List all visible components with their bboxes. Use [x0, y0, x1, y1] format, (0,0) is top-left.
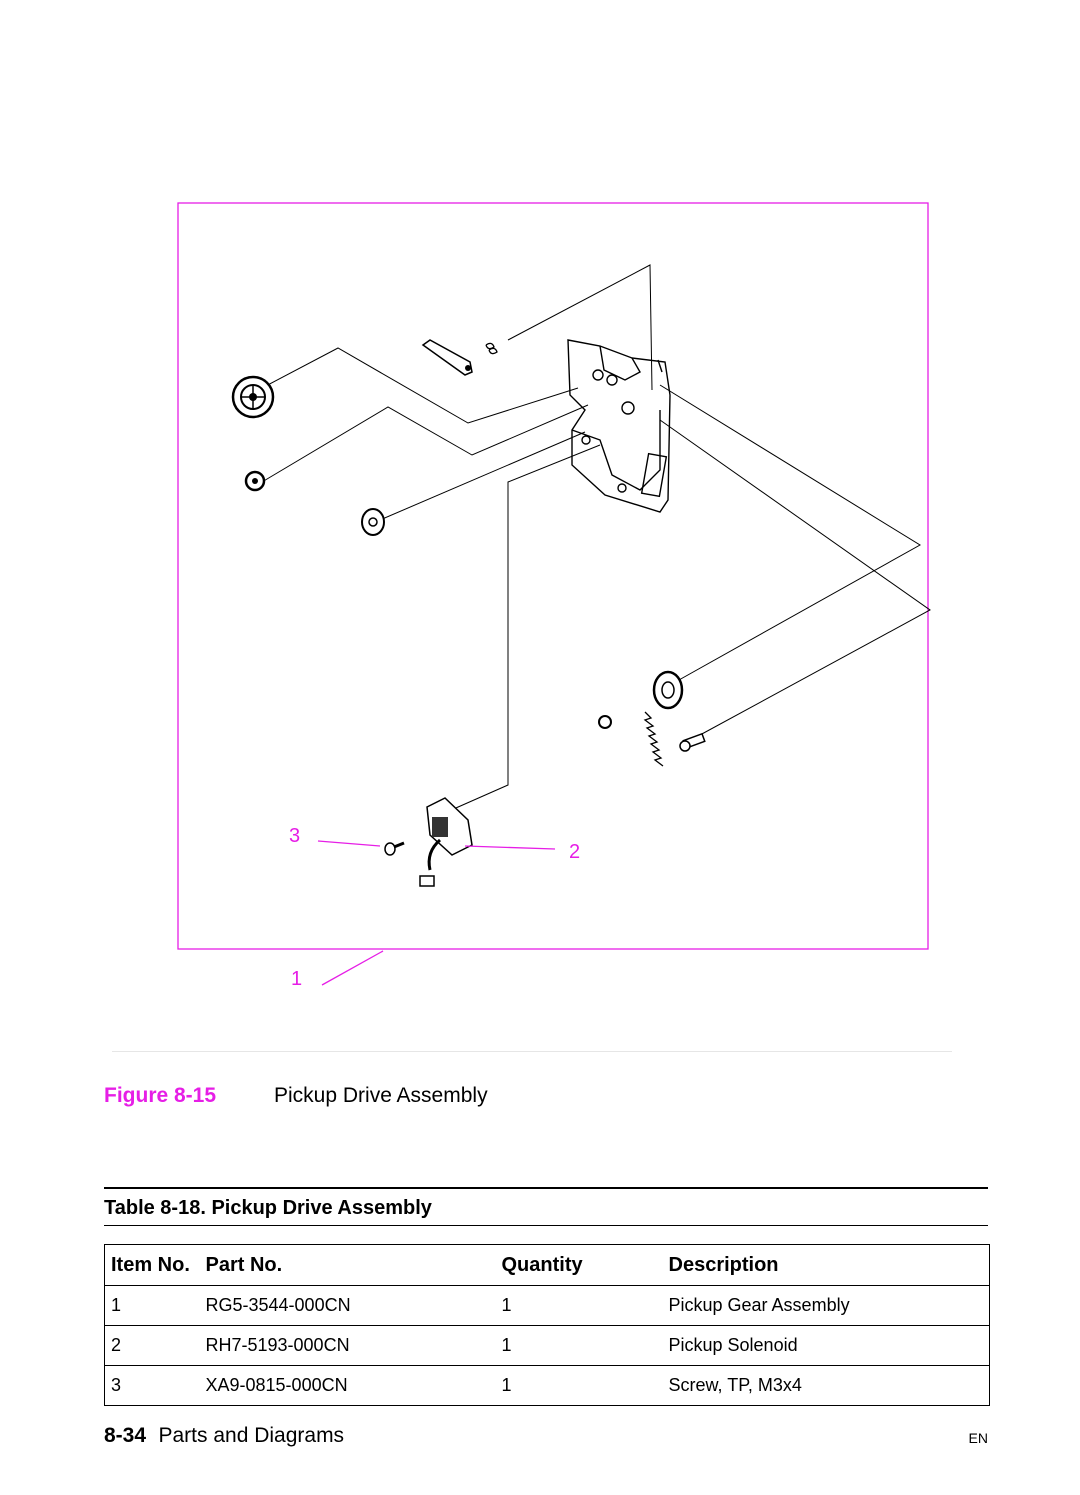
table-header-row: Item No. Part No. Quantity Description	[104, 1244, 990, 1286]
table-row: 2 RH7-5193-000CN 1 Pickup Solenoid	[104, 1325, 990, 1366]
e-ring-washer-part	[598, 715, 612, 729]
header-item-no: Item No.	[104, 1244, 200, 1286]
section-title: Parts and Diagrams	[158, 1424, 345, 1447]
pickup-solenoid-part	[419, 797, 473, 887]
lever-arm-part	[421, 339, 473, 376]
callout-label-3: 3	[289, 825, 300, 847]
cell-part-no: RG5-3544-000CN	[199, 1285, 496, 1326]
drive-frame-plate	[567, 339, 671, 513]
gear-large-part	[231, 375, 275, 419]
torsion-spring-part	[485, 342, 498, 355]
table-row: 3 XA9-0815-000CN 1 Screw, TP, M3x4	[104, 1365, 990, 1406]
cell-description: Pickup Gear Assembly	[662, 1285, 990, 1326]
table-title: Table 8-18. Pickup Drive Assembly	[104, 1197, 432, 1219]
cell-quantity: 1	[495, 1285, 663, 1326]
assembly-frame	[177, 202, 929, 950]
page-footer: 8-34 Parts and Diagrams EN	[104, 1424, 988, 1454]
cell-item-no: 1	[104, 1285, 200, 1326]
coil-spring-part	[643, 711, 664, 767]
cell-description: Pickup Solenoid	[662, 1325, 990, 1366]
shaft-pin-part	[679, 732, 706, 752]
leader-lines	[261, 264, 931, 816]
cell-item-no: 3	[104, 1365, 200, 1406]
header-quantity: Quantity	[495, 1244, 663, 1286]
hub-gear-part	[361, 508, 385, 536]
header-description: Description	[662, 1244, 990, 1286]
gear-right-part	[652, 670, 684, 710]
cell-part-no: XA9-0815-000CN	[199, 1365, 496, 1406]
table-row: 1 RG5-3544-000CN 1 Pickup Gear Assembly	[104, 1285, 990, 1326]
cell-quantity: 1	[495, 1325, 663, 1366]
callout-label-2: 2	[569, 841, 580, 863]
figure-caption: Figure 8-15 Pickup Drive Assembly	[104, 1082, 488, 1110]
page-number: 8-34	[104, 1424, 147, 1447]
table-title-block: Table 8-18. Pickup Drive Assembly	[104, 1187, 988, 1226]
cell-quantity: 1	[495, 1365, 663, 1406]
exploded-parts-diagram: 1 2 3	[177, 202, 931, 990]
gear-small-part	[244, 470, 266, 492]
language-code: EN	[968, 1430, 988, 1446]
figure-divider	[112, 1051, 952, 1052]
header-part-no: Part No.	[199, 1244, 496, 1286]
figure-title: Pickup Drive Assembly	[274, 1084, 488, 1107]
callout-leaders	[317, 840, 556, 986]
cell-part-no: RH7-5193-000CN	[199, 1325, 496, 1366]
screw-part	[384, 841, 405, 856]
parts-table: Item No. Part No. Quantity Description 1…	[104, 1244, 990, 1406]
callout-label-1: 1	[291, 968, 302, 990]
cell-item-no: 2	[104, 1325, 200, 1366]
figure-number: Figure 8-15	[104, 1084, 217, 1107]
cell-description: Screw, TP, M3x4	[662, 1365, 990, 1406]
